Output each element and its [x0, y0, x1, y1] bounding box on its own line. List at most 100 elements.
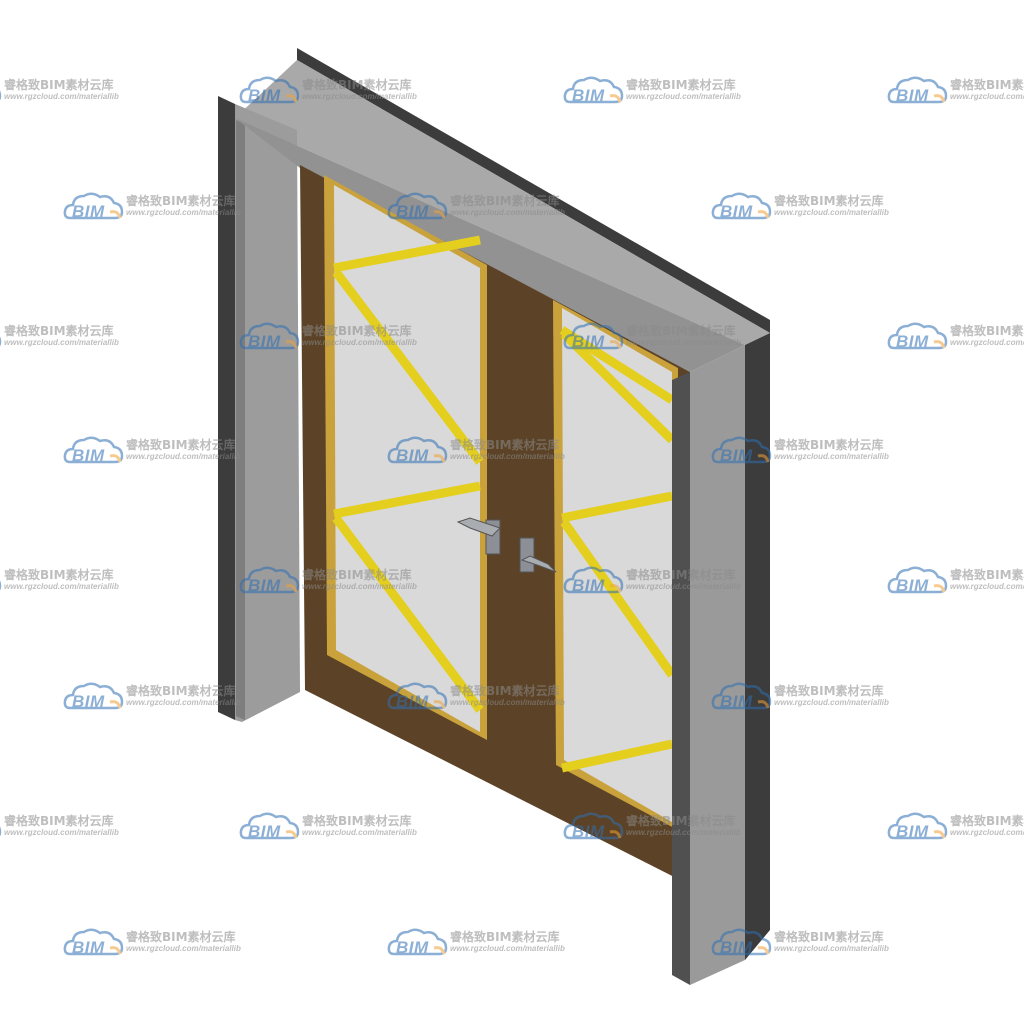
cloud-logo-icon: [387, 682, 448, 710]
bim-watermark: BIM睿格致BIM素材云库www.rgzcloud.com/materialli…: [0, 318, 130, 354]
watermark-brand-text: 睿格致BIM素材云库: [126, 930, 236, 944]
watermark-brand-text: 睿格致BIM素材云库: [950, 78, 1024, 92]
watermark-brand-text: 睿格致BIM素材云库: [4, 324, 114, 338]
frame-right-jamb-edge: [745, 333, 770, 960]
watermark-brand-text: 睿格致BIM素材云库: [774, 438, 884, 452]
watermark-logo-text: BIM: [72, 692, 105, 711]
frame-head-underside: [235, 118, 745, 372]
watermark-brand-text: 睿格致BIM素材云库: [950, 814, 1024, 828]
cloud-logo-icon: [63, 928, 124, 956]
watermark-url-text: www.rgzcloud.com/materiallib: [302, 828, 417, 837]
watermark-url-text: www.rgzcloud.com/materiallib: [4, 582, 119, 591]
watermark-url-text: www.rgzcloud.com/materiallib: [126, 698, 241, 707]
watermark-logo-text: BIM: [248, 576, 281, 595]
watermark-logo-text: BIM: [896, 822, 929, 841]
watermark-brand-text: 睿格致BIM素材云库: [774, 194, 884, 208]
watermark-brand-text: 睿格致BIM素材云库: [4, 814, 114, 828]
cloud-logo-icon: [63, 682, 124, 710]
cloud-logo-icon: [887, 812, 948, 840]
watermark-url-text: www.rgzcloud.com/materiallib: [774, 944, 889, 953]
watermark-logo-text: BIM: [248, 822, 281, 841]
watermark-url-text: www.rgzcloud.com/materiallib: [4, 92, 119, 101]
left-glass-bars: [332, 235, 484, 713]
watermark-logo-text: BIM: [572, 86, 605, 105]
watermark-url-text: www.rgzcloud.com/materiallib: [302, 92, 417, 101]
cloud-logo-icon: [63, 436, 124, 464]
watermark-brand-text: 睿格致BIM素材云库: [302, 324, 412, 338]
watermark-logo-text: BIM: [72, 446, 105, 465]
left-handle-lever: [456, 517, 501, 537]
watermark-url-text: www.rgzcloud.com/materiallib: [774, 698, 889, 707]
watermark-logo-text: BIM: [896, 332, 929, 351]
watermark-logo-text: BIM: [248, 332, 281, 351]
cloud-logo-icon: [711, 928, 772, 956]
watermark-logo-text: BIM: [572, 332, 605, 351]
watermark-url-text: www.rgzcloud.com/materiallib: [950, 92, 1024, 101]
watermark-logo-text: BIM: [720, 202, 753, 221]
frame-head-top: [235, 60, 770, 345]
frame-top-back-edge: [297, 48, 770, 333]
watermark-logo-text: BIM: [396, 202, 429, 221]
frame-left-jamb-edge: [218, 96, 235, 720]
watermark-brand-text: 睿格致BIM素材云库: [450, 930, 560, 944]
watermark-brand-text: 睿格致BIM素材云库: [302, 568, 412, 582]
cloud-logo-icon: [563, 322, 624, 350]
bim-watermark: BIM睿格致BIM素材云库www.rgzcloud.com/materialli…: [886, 318, 1024, 354]
watermark-url-text: www.rgzcloud.com/materiallib: [450, 698, 565, 707]
watermark-logo-text: BIM: [720, 692, 753, 711]
watermark-brand-text: 睿格致BIM素材云库: [126, 684, 236, 698]
watermark-url-text: www.rgzcloud.com/materiallib: [126, 944, 241, 953]
right-glass: [562, 308, 672, 822]
bim-watermark: BIM睿格致BIM素材云库www.rgzcloud.com/materialli…: [886, 562, 1024, 598]
cloud-logo-icon: [711, 192, 772, 220]
cloud-logo-icon: [0, 826, 2, 837]
watermark-brand-text: 睿格致BIM素材云库: [4, 568, 114, 582]
watermark-logo-text: BIM: [572, 576, 605, 595]
cloud-logo-icon: [387, 436, 448, 464]
cloud-logo-icon: [387, 192, 448, 220]
watermark-brand-text: 睿格致BIM素材云库: [302, 78, 412, 92]
watermark-url-text: www.rgzcloud.com/materiallib: [126, 208, 241, 217]
watermark-url-text: www.rgzcloud.com/materiallib: [626, 828, 741, 837]
watermark-url-text: www.rgzcloud.com/materiallib: [450, 208, 565, 217]
cloud-logo-icon: [387, 928, 448, 956]
watermark-logo-text: BIM: [396, 692, 429, 711]
cloud-logo-icon: [239, 812, 300, 840]
right-glass-bars: [559, 326, 676, 773]
bim-watermark: BIM睿格致BIM素材云库www.rgzcloud.com/materialli…: [0, 808, 130, 844]
watermark-url-text: www.rgzcloud.com/materiallib: [774, 208, 889, 217]
watermark-url-text: www.rgzcloud.com/materiallib: [626, 338, 741, 347]
watermark-logo-text: BIM: [720, 446, 753, 465]
watermark-brand-text: 睿格致BIM素材云库: [950, 568, 1024, 582]
watermark-url-text: www.rgzcloud.com/materiallib: [4, 338, 119, 347]
watermark-url-text: www.rgzcloud.com/materiallib: [126, 452, 241, 461]
watermark-url-text: www.rgzcloud.com/materiallib: [774, 452, 889, 461]
watermark-logo-text: BIM: [396, 938, 429, 957]
watermark-brand-text: 睿格致BIM素材云库: [774, 684, 884, 698]
watermark-brand-text: 睿格致BIM素材云库: [126, 194, 236, 208]
watermark-brand-text: 睿格致BIM素材云库: [626, 324, 736, 338]
cloud-logo-icon: [563, 566, 624, 594]
watermark-logo-text: BIM: [72, 202, 105, 221]
watermark-brand-text: 睿格致BIM素材云库: [626, 78, 736, 92]
cloud-logo-icon: [63, 192, 124, 220]
cloud-logo-icon: [887, 76, 948, 104]
cloud-logo-icon: [239, 322, 300, 350]
bim-watermark: BIM睿格致BIM素材云库www.rgzcloud.com/materialli…: [0, 562, 130, 598]
cloud-logo-icon: [239, 76, 300, 104]
cloud-logo-icon: [887, 566, 948, 594]
cloud-logo-icon: [563, 812, 624, 840]
watermark-logo-text: BIM: [896, 86, 929, 105]
